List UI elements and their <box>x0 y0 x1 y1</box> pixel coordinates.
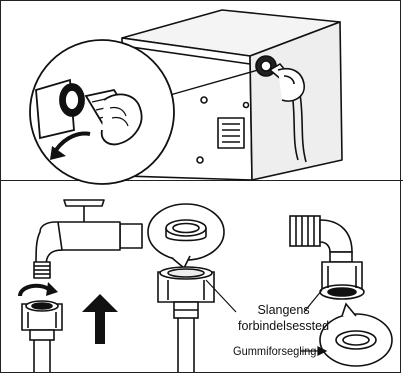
elbow-connector <box>290 216 364 299</box>
gasket-bubble-top <box>148 204 224 268</box>
hose-connection-label: Slangens forbindelsessted <box>238 302 329 334</box>
hose-connection-label-line2: forbindelsessted <box>238 318 329 334</box>
faucet <box>34 200 142 278</box>
hose-coupling <box>22 301 62 372</box>
up-arrow-icon <box>82 294 118 344</box>
rubber-gasket-label: Gummiforsegling <box>233 344 316 358</box>
middle-coupling <box>158 267 214 372</box>
gasket-bubble-bottom <box>320 304 392 366</box>
rotate-arrow-icon <box>20 282 58 296</box>
hose-connection-label-line1: Slangens <box>238 302 329 318</box>
